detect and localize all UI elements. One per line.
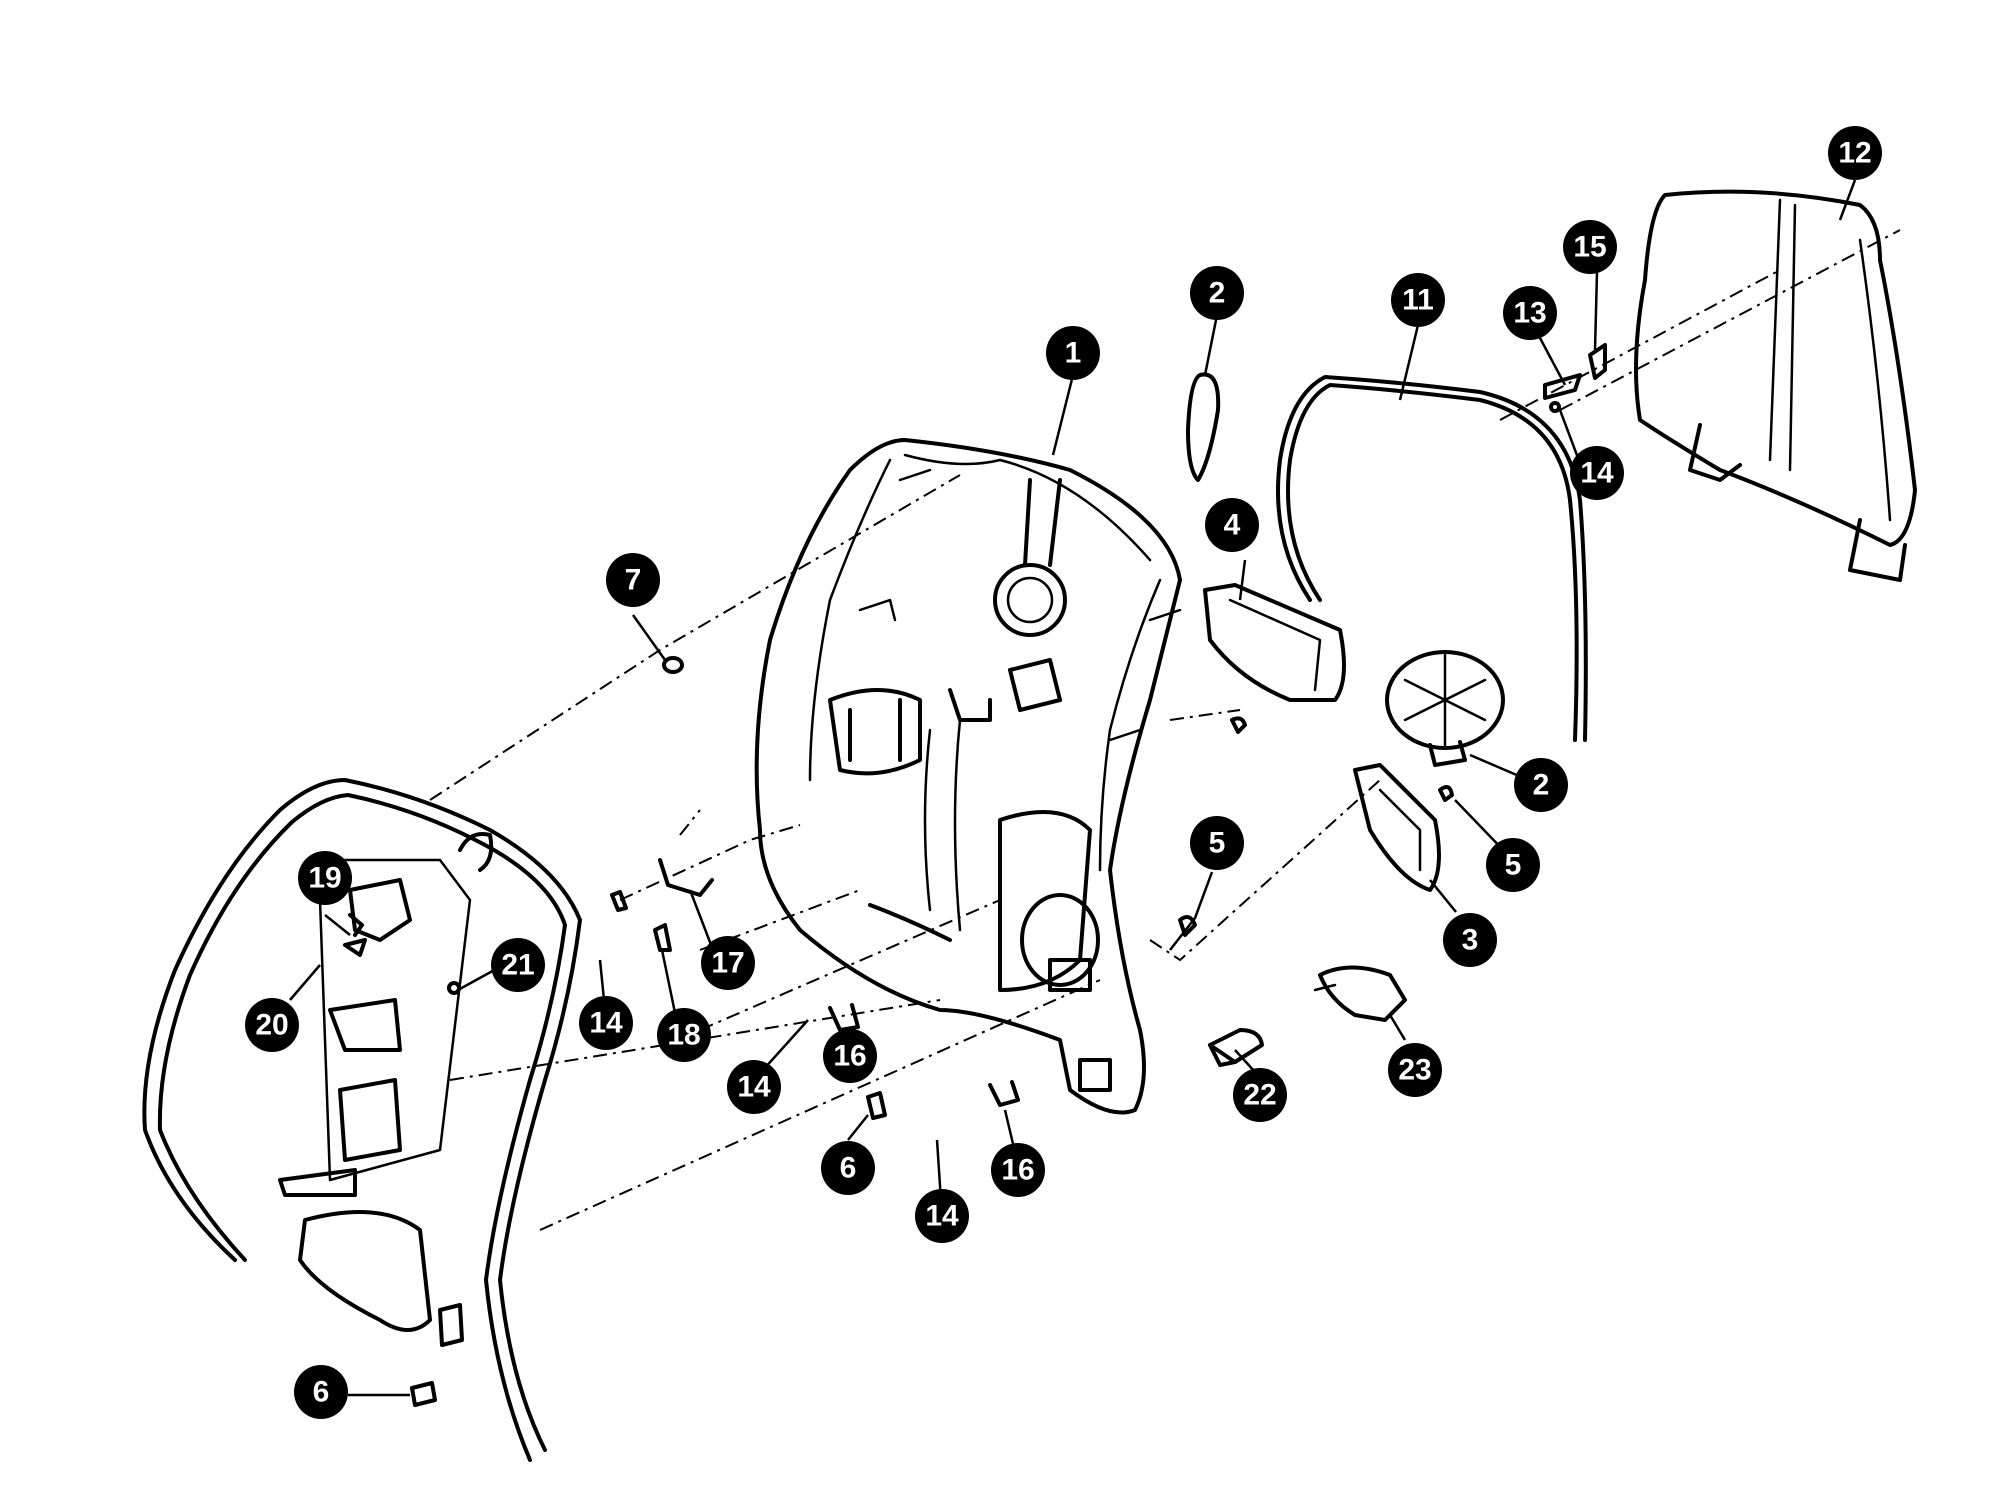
windshield-fasteners (1543, 343, 1607, 413)
callout-14c: 14 (727, 1060, 781, 1114)
callout-14d-label: 14 (925, 1200, 959, 1233)
callout-15: 15 (1563, 220, 1617, 274)
callout-14c-label: 14 (737, 1071, 771, 1104)
callout-14a: 14 (1570, 446, 1624, 500)
callout-2a: 2 (1190, 266, 1244, 320)
lower-bracket (1353, 763, 1441, 892)
callout-16a-label: 16 (833, 1040, 866, 1073)
reflector-lens (1186, 372, 1221, 482)
callout-12-label: 12 (1838, 137, 1871, 170)
upper-bracket (1203, 583, 1346, 702)
callout-1-label: 1 (1065, 337, 1082, 370)
callout-18-label: 18 (667, 1019, 700, 1052)
callout-13-label: 13 (1513, 297, 1546, 330)
callout-14b-label: 14 (589, 1007, 623, 1040)
leader-lines (289, 179, 1857, 1397)
callout-21: 21 (491, 938, 545, 992)
callout-16b: 16 (991, 1143, 1045, 1197)
callout-3-label: 3 (1462, 924, 1479, 957)
callout-20-label: 20 (255, 1009, 288, 1042)
callout-15-label: 15 (1573, 231, 1606, 264)
front-shell-hardware (343, 913, 461, 995)
windshield (1634, 189, 1917, 582)
callout-19-label: 19 (308, 862, 341, 895)
leg-shield-inner-panel (754, 438, 1182, 1115)
callout-14b: 14 (579, 996, 633, 1050)
callout-1: 1 (1046, 326, 1100, 380)
callout-22-label: 22 (1243, 1079, 1276, 1112)
callout-11: 11 (1391, 273, 1445, 327)
callout-5b-label: 5 (1505, 849, 1522, 882)
assembly-lines (429, 229, 1901, 1231)
callout-14d: 14 (915, 1189, 969, 1243)
callout-6a: 6 (821, 1141, 875, 1195)
callout-badges: 1 2 2 3 4 5 5 6 6 7 11 12 13 14 14 14 14… (245, 126, 1882, 1419)
callout-4: 4 (1205, 498, 1259, 552)
callout-6a-label: 6 (840, 1152, 857, 1185)
horn-grille (1385, 650, 1505, 767)
callout-14a-label: 14 (1580, 457, 1614, 490)
callout-23-label: 23 (1398, 1054, 1431, 1087)
callout-20: 20 (245, 998, 299, 1052)
callout-11-label: 11 (1402, 284, 1434, 317)
callout-12: 12 (1828, 126, 1882, 180)
callout-21-label: 21 (501, 949, 534, 982)
clip-part-7 (662, 656, 684, 674)
callout-6b-label: 6 (313, 1376, 330, 1409)
bolt-part-22 (1208, 1028, 1264, 1067)
callout-16a: 16 (823, 1029, 877, 1083)
callout-5a-label: 5 (1209, 827, 1226, 860)
clips-16-17-18 (610, 858, 1020, 1107)
callout-17: 17 (701, 936, 755, 990)
callout-17-label: 17 (711, 947, 744, 980)
callout-2b-label: 2 (1533, 769, 1550, 802)
callout-5b: 5 (1486, 838, 1540, 892)
callout-7-label: 7 (625, 564, 642, 597)
edge-seal-strip (1276, 375, 1588, 742)
callout-2b: 2 (1514, 758, 1568, 812)
callout-22: 22 (1233, 1068, 1287, 1122)
callout-3: 3 (1443, 913, 1497, 967)
callout-6b: 6 (294, 1365, 348, 1419)
callout-7: 7 (606, 553, 660, 607)
bracket-part-23 (1313, 965, 1407, 1022)
callout-18: 18 (657, 1008, 711, 1062)
callout-19: 19 (298, 851, 352, 905)
callout-4-label: 4 (1224, 509, 1241, 542)
callout-13: 13 (1503, 286, 1557, 340)
nuts-part-6 (410, 1091, 887, 1407)
front-shield-outer (142, 778, 582, 1462)
callout-2a-label: 2 (1209, 277, 1226, 310)
callout-23: 23 (1388, 1043, 1442, 1097)
callout-16b-label: 16 (1001, 1154, 1034, 1187)
callout-5a: 5 (1190, 816, 1244, 870)
